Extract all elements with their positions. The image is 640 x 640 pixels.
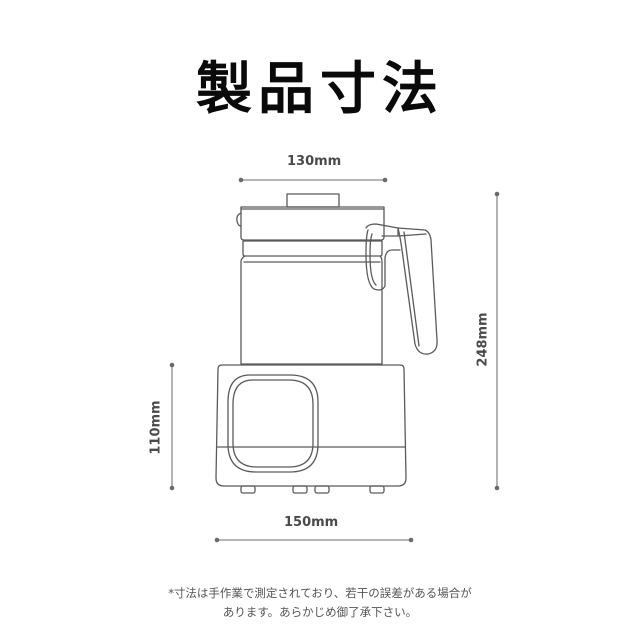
dimension-line-base-height bbox=[169, 362, 175, 491]
kettle-body bbox=[240, 255, 383, 365]
control-panel bbox=[227, 374, 319, 473]
dimension-label-base-height: 110mm bbox=[148, 400, 164, 455]
dimension-line-base-width bbox=[214, 537, 414, 543]
page-title: 製品寸法 bbox=[196, 57, 444, 122]
disclaimer-note: *寸法は手作業で測定されており、若干の誤差がある場合が あります。あらかじめ御了… bbox=[0, 584, 640, 622]
dimension-label-base-width: 150mm bbox=[284, 515, 339, 530]
base bbox=[215, 364, 407, 487]
dimension-label-total-height: 248mm bbox=[475, 312, 491, 367]
dimension-line-top-width bbox=[238, 177, 388, 183]
collar bbox=[242, 240, 383, 257]
lid-knob bbox=[286, 193, 340, 208]
dimension-label-top-width: 130mm bbox=[287, 154, 342, 169]
handle bbox=[365, 223, 438, 355]
disclaimer-line-2: あります。あらかじめ御了承下さい。 bbox=[222, 605, 418, 619]
disclaimer-line-1: *寸法は手作業で測定されており、若干の誤差がある場合が bbox=[168, 586, 472, 600]
dimension-line-total-height bbox=[494, 191, 500, 491]
feet bbox=[240, 485, 385, 494]
lid bbox=[236, 206, 385, 241]
